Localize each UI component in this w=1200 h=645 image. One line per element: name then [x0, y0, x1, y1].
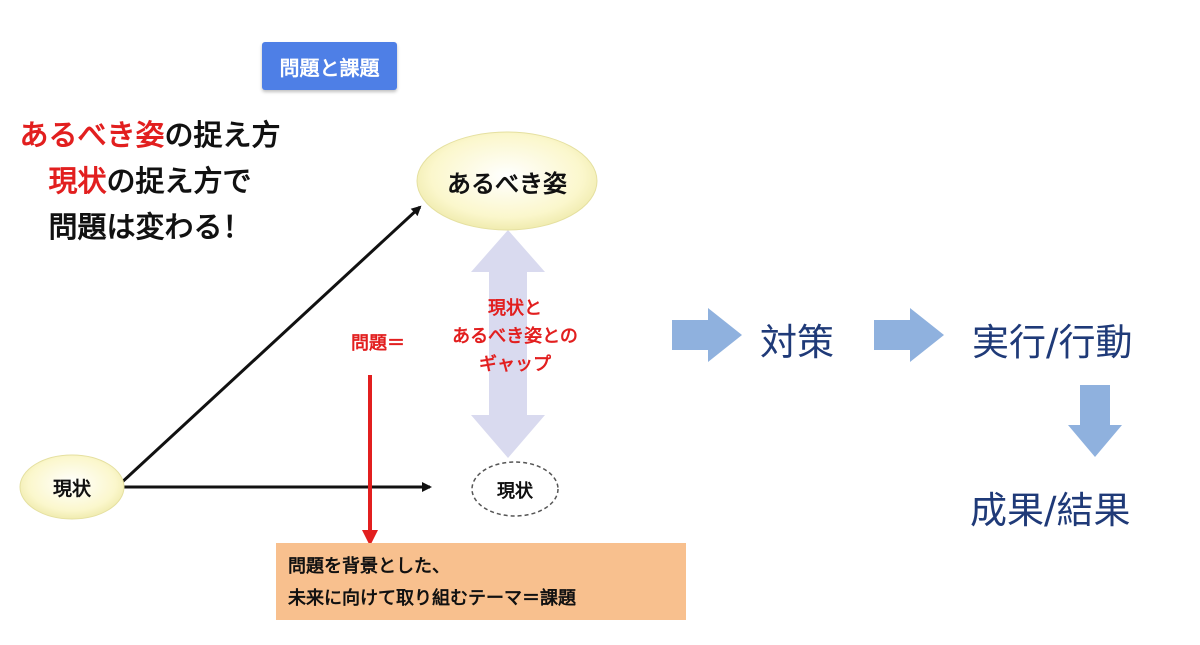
- gap-double-arrow: [471, 230, 545, 458]
- current-state-label: 現状: [52, 477, 91, 500]
- gap-label-line-1: 現状と: [488, 298, 542, 319]
- issue-box-line-1: 問題を背景とした、: [288, 556, 450, 577]
- current-state-end-label: 現状: [497, 481, 533, 502]
- headline-line-3: 問題は変わる！: [48, 210, 252, 244]
- title-badge: 問題と課題: [262, 42, 397, 90]
- flow-step-execution: 実行/行動: [972, 321, 1133, 364]
- growth-arrow: [118, 205, 422, 486]
- flow-arrow-1: [672, 308, 742, 362]
- headline-line-1-rest: の捉え方: [164, 118, 281, 152]
- headline: あるべき姿の捉え方 現状の捉え方で 問題は変わる！: [0, 112, 300, 250]
- gap-label-line-3: ギャップ: [479, 354, 551, 375]
- headline-line-1: あるべき姿の捉え方: [0, 112, 300, 158]
- flow-arrow-down: [1068, 385, 1122, 457]
- issue-box-line-2: 未来に向けて取り組むテーマ＝課題: [288, 588, 576, 609]
- flow-step-countermeasure: 対策: [760, 321, 834, 364]
- headline-line-2-rest: の捉え方で: [106, 164, 252, 198]
- flow-arrow-2: [874, 308, 944, 362]
- ideal-state-ellipse: [416, 131, 598, 231]
- flow-step-results: 成果/結果: [970, 489, 1131, 532]
- current-state-dashed-ellipse: [471, 461, 559, 517]
- gap-label: 現状と あるべき姿との ギャップ: [430, 295, 600, 379]
- headline-line-2: 現状の捉え方で: [0, 158, 300, 204]
- headline-ideal-emphasis: あるべき姿: [19, 118, 165, 152]
- ideal-state-label: あるべき姿: [447, 169, 567, 198]
- headline-current-emphasis: 現状: [48, 164, 107, 198]
- problem-label: 問題＝: [351, 333, 405, 354]
- issue-definition-box: 問題を背景とした、 未来に向けて取り組むテーマ＝課題: [276, 543, 686, 620]
- current-state-ellipse: [19, 454, 125, 520]
- gap-label-line-2: あるべき姿との: [452, 326, 578, 347]
